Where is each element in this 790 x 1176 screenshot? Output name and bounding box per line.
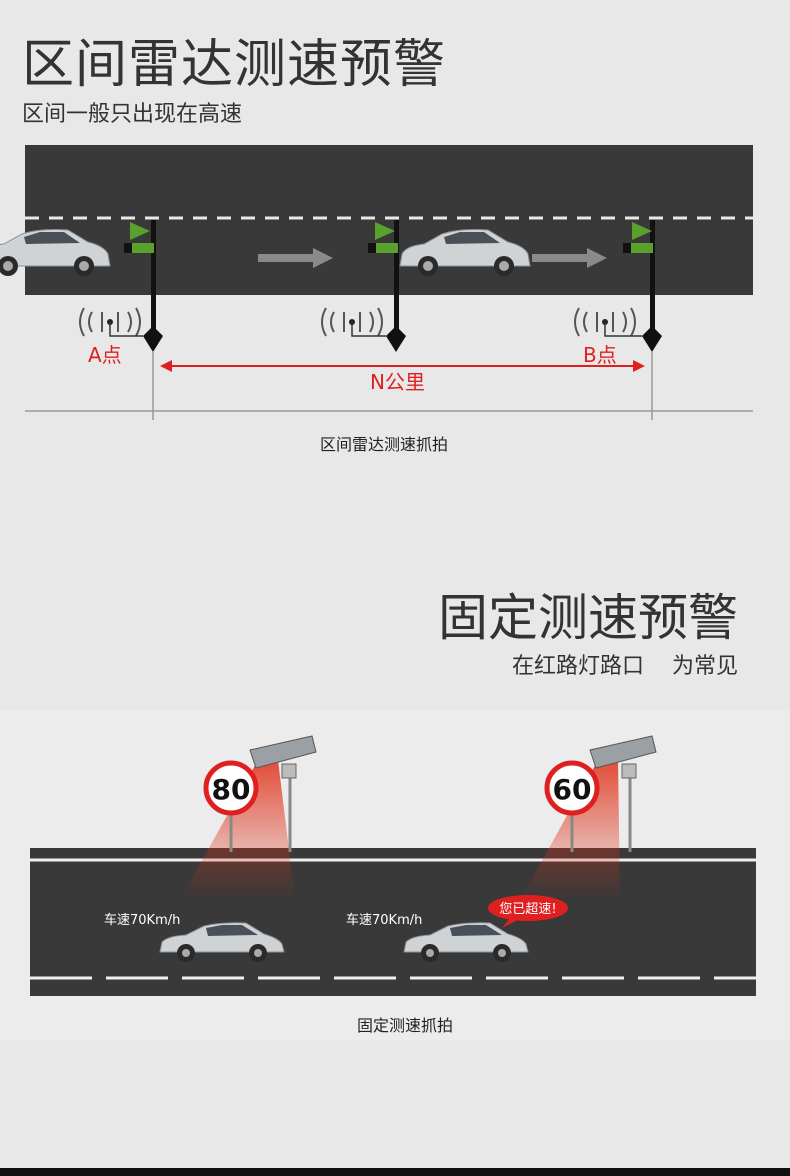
fixed-speed-diagram: 80 60 车速70Km/h 车速70Km/h 您已超速! 固定测速抓拍 — [30, 735, 756, 1035]
urban-road — [30, 848, 756, 996]
section2-caption: 固定测速抓拍 — [357, 1016, 453, 1035]
car-left-speed: 车速70Km/h — [104, 912, 180, 928]
speed-limit-right: 60 — [553, 773, 592, 806]
overspeed-alert: 您已超速! — [488, 895, 568, 928]
section1-title: 区间雷达测速预警 — [22, 35, 447, 95]
bottom-bar — [0, 1168, 790, 1176]
car-right-speed: 车速70Km/h — [346, 912, 422, 928]
camera-icon — [589, 735, 657, 779]
camera-icon — [249, 735, 317, 779]
highway-road — [25, 145, 753, 295]
point-a-label: A点 — [88, 343, 122, 367]
speed-limit-sign-icon: 60 — [544, 760, 600, 816]
section2-title: 固定测速预警 — [438, 589, 738, 647]
flag-icon — [124, 220, 163, 352]
section2-subtitle: 在红路灯路口 为常见 — [512, 654, 738, 679]
overspeed-alert-text: 您已超速! — [499, 901, 556, 917]
interval-speed-diagram: A点 B点 N公里 区间雷达测速抓拍 — [0, 145, 753, 454]
flag-icon — [623, 220, 662, 352]
point-b-label: B点 — [583, 343, 617, 367]
distance-label: N公里 — [370, 370, 425, 394]
arrow-right-icon — [258, 248, 333, 268]
speed-limit-sign-icon: 80 — [203, 760, 259, 816]
section1-caption: 区间雷达测速抓拍 — [320, 435, 448, 454]
flag-icon — [368, 220, 406, 352]
speed-limit-left: 80 — [212, 773, 251, 806]
arrow-right-icon — [532, 248, 607, 268]
section1-subtitle: 区间一般只出现在高速 — [22, 102, 243, 127]
